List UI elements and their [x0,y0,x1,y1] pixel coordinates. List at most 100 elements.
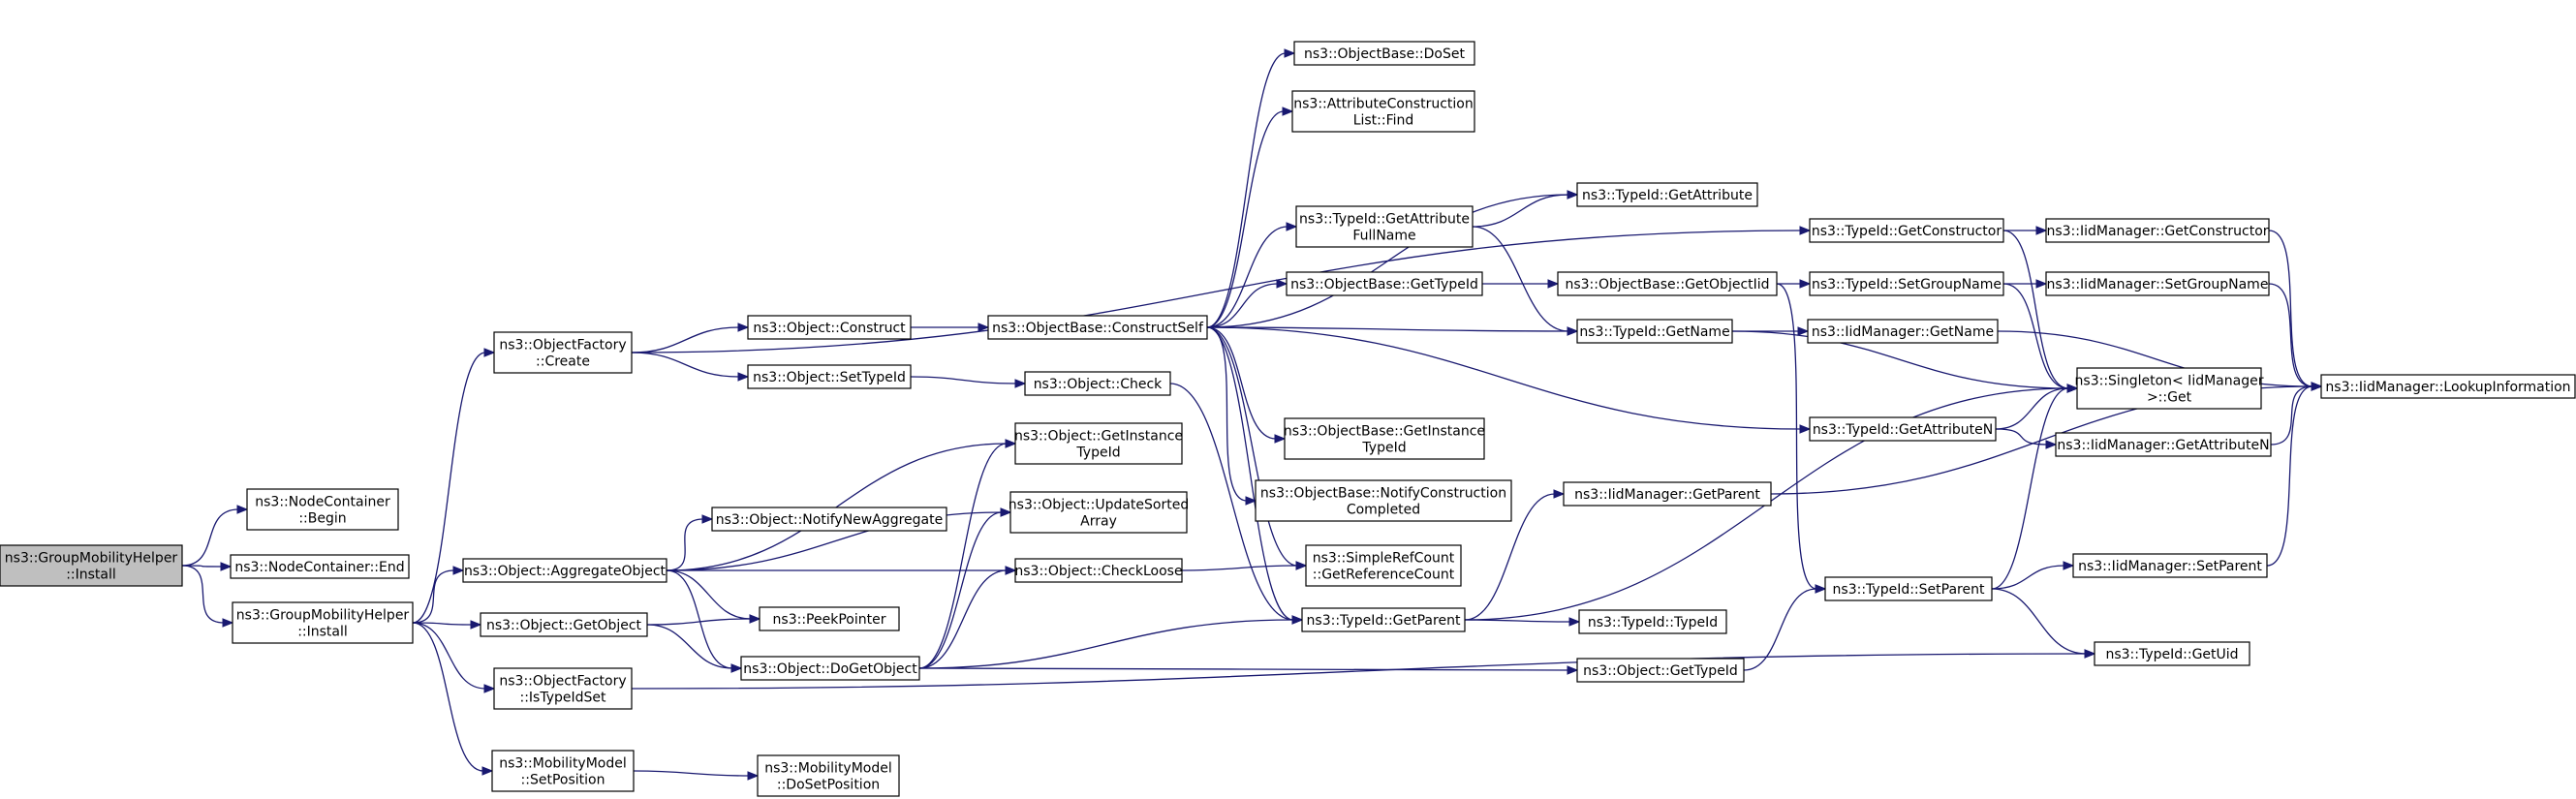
edge-arrowhead [2066,384,2079,393]
node-box [747,364,912,389]
node-gmh-install[interactable]: ns3::GroupMobilityHelper::Install [232,601,414,644]
edge-of-create-to-obj-settypeid [631,352,750,382]
node-singleton-get[interactable]: ns3::Singleton< IidManager >::Get [2075,367,2264,410]
node-box [1014,558,1183,583]
node-iid-getname[interactable]: ns3::IidManager::GetName [1807,319,1999,344]
edge-line [1464,493,1556,621]
node-ob-doset[interactable]: ns3::ObjectBase::DoSet [1293,41,1475,66]
node-of-create[interactable]: ns3::ObjectFactory::Create [493,331,633,374]
edge-line [1464,619,1571,623]
node-iid-setparent[interactable]: ns3::IidManager::SetParent [2072,553,2268,578]
edge-tid-getconstructor-to-singleton-get [2002,230,2079,393]
node-label: Completed [1347,503,1420,518]
edge-arrowhead [2035,279,2048,289]
node-box [0,544,183,587]
node-obj-check[interactable]: ns3::Object::Check [1024,371,1171,396]
node-obj-settypeid[interactable]: ns3::Object::SetTypeId [747,364,912,389]
node-ob-gettypeid[interactable]: ns3::ObjectBase::GetTypeId [1286,271,1483,296]
node-label: ns3::ObjectBase::NotifyConstruction [1260,486,1506,502]
node-box [1284,417,1485,460]
node-label: ns3::ObjectBase::ConstructSelf [992,321,1204,336]
edge-obj-getobject-to-peekpointer [646,614,761,626]
node-tid-getparent[interactable]: ns3::TypeId::GetParent [1301,607,1466,632]
edge-line [1206,326,1277,440]
node-box [246,488,399,531]
edge-iid-getattributen-to-iid-lookupinfo [2270,382,2323,446]
edge-line [646,618,752,626]
node-obj-getobject[interactable]: ns3::Object::GetObject [480,612,648,637]
node-iid-setgroupname[interactable]: ns3::IidManager::SetGroupName [2045,271,2270,296]
node-label: Array [1080,514,1117,530]
edge-obj-settypeid-to-obj-check [910,376,1027,388]
edge-line [1181,565,1298,571]
node-obj-gettypeid[interactable]: ns3::Object::GetTypeId [1576,658,1745,683]
node-box [1014,422,1183,465]
edge-line [1169,383,1294,621]
edge-arrowhead [1282,107,1294,116]
edge-of-create-to-obj-construct [631,323,750,353]
edge-arrowhead [1567,665,1579,675]
edge-obj-aggregate-to-peekpointer [666,569,761,624]
edge-arrowhead [2311,382,2323,391]
edge-tid-setparent-to-iid-setparent [1991,561,2075,590]
node-label: ::DoSetPosition [777,778,880,793]
edge-gmh-install-to-obj-getobject [412,620,482,630]
node-nc-end[interactable]: ns3::NodeContainer::End [230,554,410,579]
edge-gmh-install-to-obj-aggregate [412,566,465,624]
node-of-istypeidset[interactable]: ns3::ObjectFactory::IsTypeIdSet [493,667,633,710]
node-box [2045,271,2270,296]
node-peekpointer[interactable]: ns3::PeekPointer [759,606,900,631]
edge-line [631,230,1802,353]
edge-obj-construct-to-ob-constructself [910,323,990,332]
node-obj-dogetobject[interactable]: ns3::Object::DoGetObject [740,656,920,681]
node-iid-getparent[interactable]: ns3::IidManager::GetParent [1563,481,1772,507]
node-label: ns3::TypeId::GetConstructor [1812,224,2002,239]
node-ob-getobjectiid[interactable]: ns3::ObjectBase::GetObjectIid [1557,271,1778,296]
node-obj-construct[interactable]: ns3::Object::Construct [747,315,912,340]
node-label: ns3::GroupMobilityHelper [236,608,410,624]
node-mm-setposition[interactable]: ns3::MobilityModel::SetPosition [491,750,635,792]
edge-arrowhead [737,372,750,382]
node-root[interactable]: ns3::GroupMobilityHelper::Install [0,544,183,587]
node-tid-typeid[interactable]: ns3::TypeId::TypeId [1578,609,1727,634]
edge-arrowhead [2045,440,2058,449]
edge-line [1206,326,1294,621]
edge-obj-dogetobject-to-tid-getparent [918,615,1304,669]
edge-line [1206,326,1802,430]
node-iid-getconstructor[interactable]: ns3::IidManager::GetConstructor [2045,218,2270,243]
node-iid-lookupinfo[interactable]: ns3::IidManager::LookupInformation [2320,374,2576,399]
edge-gmh-install-to-of-create [412,348,496,624]
node-box [1807,319,1999,344]
node-ob-notifyconstruction[interactable]: ns3::ObjectBase::NotifyConstructionCompl… [1255,479,1512,522]
node-tid-getname[interactable]: ns3::TypeId::GetName [1576,319,1733,344]
node-tid-getuid[interactable]: ns3::TypeId::GetUid [2094,641,2250,666]
edge-line [1995,387,2069,430]
node-obj-checkloose[interactable]: ns3::Object::CheckLoose [1014,558,1183,583]
edge-line [1206,326,1569,332]
node-obj-aggregate[interactable]: ns3::Object::AggregateObject [462,558,667,583]
node-nc-begin[interactable]: ns3::NodeContainer::Begin [246,488,399,531]
node-iid-getattributen[interactable]: ns3::IidManager::GetAttributeN [2055,432,2272,457]
node-tid-getattributen[interactable]: ns3::TypeId::GetAttributeN [1809,416,1997,442]
node-tid-setgroupname[interactable]: ns3::TypeId::SetGroupName [1809,271,2004,296]
node-tid-setparent[interactable]: ns3::TypeId::SetParent [1824,576,1993,601]
node-ob-constructself[interactable]: ns3::ObjectBase::ConstructSelf [987,315,1208,340]
edge-tid-getconstructor-to-iid-getconstructor [2003,226,2048,235]
node-tid-getconstructor[interactable]: ns3::TypeId::GetConstructor [1809,218,2004,243]
edge-arrowhead [483,684,496,693]
edge-mm-setposition-to-mm-dosetposition [633,770,760,781]
node-mm-dosetposition[interactable]: ns3::MobilityModel::DoSetPosition [757,754,900,797]
edge-arrowhead [1797,326,1810,336]
node-tid-getattribute[interactable]: ns3::TypeId::GetAttribute [1576,182,1758,207]
edge-arrowhead [236,505,249,514]
node-src-getrefcount[interactable]: ns3::SimpleRefCount::GetReferenceCount [1305,544,1462,587]
edge-ob-constructself-to-tid-getattributen [1206,326,1812,434]
node-obj-notifynewagg[interactable]: ns3::Object::NotifyNewAggregate [711,507,947,532]
node-label: ::Begin [298,511,346,527]
node-label: ns3::TypeId::GetParent [1307,613,1461,629]
